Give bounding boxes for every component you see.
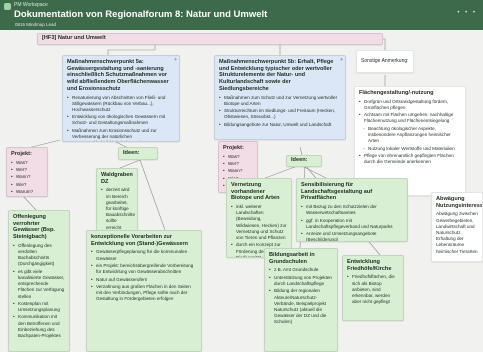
list-item: Strukturreichtum im Siedlungs- und Freir… [219,108,341,120]
sonstige-card[interactable]: Sonstige Anmerkung: [356,50,414,73]
list-item: Natur auf Gewässerufern [91,277,197,283]
list-item: Friedhofsflächen, die sich als Biotop an… [347,274,399,305]
list-item: Bildungsangebote zur Natur, Umwelt und L… [219,122,341,128]
app-name: PM Workspace [14,2,48,8]
waldgraben-title: Waldgraben DZ [101,172,133,185]
list-item: Unterstützung von Projekten durch Landsc… [269,275,333,287]
list-item: ein Projekt: bereichsübergreifende Vorbe… [91,263,197,275]
sonstige-label: Sonstige Anmerkung: [361,58,409,65]
ideen-left-title: Ideen: [123,149,140,156]
list-item: Pflege von ehrenamtlich gepflegten Fläch… [359,153,461,165]
list-item: Wann? [11,174,43,180]
konzept-title: konzeptionelle Vorarbeiten zur Entwicklu… [91,234,188,247]
list-item: Achtsam mit Flächen umgehen: nachhaltige… [359,112,461,124]
ideen-right-title: Ideen: [291,157,308,164]
page-title: Dokumentation von Regionalforum 8: Natur… [14,9,268,20]
bildung-card[interactable]: Bildungsarbeit in Grundschulen z.B. Amt … [264,248,338,352]
vernetzung-card[interactable]: Vernetzung vorhandener Biotope und Arten… [226,178,292,258]
list-item: Kostenplan mit Umsetzungsplanung [13,301,65,313]
entwicklung-card[interactable]: Entwicklung Friedhöfe/Kirche Friedhofsfl… [342,255,404,321]
schwerpunkt-5b-title: Maßnahmenschwerpunkt 5b: Erhalt, Pflege … [219,59,334,92]
app-header: PM Workspace Dokumentation von Regionalf… [0,0,483,30]
list-item: es gibt viele kanalisierte Gewässer, ent… [13,269,65,300]
flaechengestaltung-title: Flächengestaltung/-nutzung [359,90,434,96]
projekt-right-title: Projekt: [223,145,244,151]
list-item: z.B. Amt Grundschule [269,267,333,273]
abwaegung-text: Abwägung zwischen Gewerbegebieten, Landw… [436,211,478,254]
list-item: Maßnahmen zum Erosionsschutz und zur Ver… [67,128,175,141]
list-item: Beachtung ökologischer Aspekte, insbeson… [359,126,461,145]
page-subtitle: 0815 Mindmap Lead [15,22,57,27]
list-item: Wer? [223,161,253,167]
vernetzung-title: Vernetzung vorhandener Biotope und Arten [231,182,280,202]
bildung-title: Bildungsarbeit in Grundschulen [269,252,315,265]
list-item: Nutzung lokaler Wertstoffe und Materiali… [359,146,461,152]
sensibilisierung-title: Sensibilisierung für Landschaftsgestaltu… [301,182,373,202]
flaechengestaltung-card[interactable]: Flächengestaltung/-nutzung Dorfgrün und … [354,86,466,196]
root-node[interactable]: [HF3] Natur und Umwelt [37,33,383,45]
list-item: Kommunikation mit den Betroffenen und Ei… [13,314,65,339]
projekt-left-title: Projekt: [11,151,32,157]
projekt-left-card[interactable]: Projekt: Was? Wer? Wann? Wie? Warum? [6,147,48,197]
expand-icon[interactable]: + [340,57,343,63]
expand-icon[interactable]: + [174,57,177,63]
more-menu-icon[interactable]: • • • [457,10,477,16]
list-item: Entwicklung von ökologischen Gewässern m… [67,114,175,126]
list-item: inkl. weiterer Landschaften (Beweidung, … [231,204,287,241]
list-item: Bildung der regionalen Akteure/Naturschu… [269,288,333,325]
list-item: Offenlegung des verdolten Bachabschnitts… [13,243,65,268]
abwaegung-title: Abwägung Nutzungsinteressen [436,196,483,209]
list-item: Dorfgrün und Ortsrandgestaltung fördern,… [359,99,461,111]
list-item: Gewässerpflegeplanung für die kommunalen… [91,249,197,261]
schwerpunkt-5b-card[interactable]: + Maßnahmenschwerpunkt 5b: Erhalt, Pfleg… [214,55,346,140]
app-logo-icon[interactable] [4,3,11,10]
abwaegung-card[interactable]: Abwägung Nutzungsinteressen Abwägung zwi… [431,192,483,262]
sensibilisierung-card[interactable]: Sensibilisierung für Landschaftsgestaltu… [296,178,408,242]
list-item: Wann? [223,168,253,174]
schwerpunkt-5a-title: Maßnahmenschwerpunkt 5a: Gewässergestalt… [67,59,169,92]
schwerpunkt-5a-card[interactable]: + Maßnahmenschwerpunkt 5a: Gewässergesta… [62,55,180,142]
list-item: Was? [223,154,253,160]
list-item: ggf. in Kooperation mit Landschaftspfleg… [301,218,403,230]
list-item: Renaturierung von Abschnitten von Fließ-… [67,95,175,114]
konzept-card[interactable]: konzeptionelle Vorarbeiten zur Entwicklu… [86,230,202,352]
ideen-right-card[interactable]: Ideen: [286,155,322,167]
mindmap-canvas[interactable]: [HF3] Natur und Umwelt + Maßnahmenschwer… [0,30,483,352]
list-item: Was? [11,160,43,166]
offenlegung-title: Offenlegung verrohrter Gewässer (Bsp. St… [13,214,55,241]
ideen-left-card[interactable]: Ideen: [118,147,158,160]
list-item: Anreize und Umsetzungsangebote (Beschild… [301,231,403,241]
list-item: durch ein Konzept zur Förderung der Biod… [231,242,287,257]
list-item: Wer? [11,167,43,173]
entwicklung-title: Entwicklung Friedhöfe/Kirche [347,259,392,272]
offenlegung-card[interactable]: Offenlegung verrohrter Gewässer (Bsp. St… [8,210,70,352]
list-item: Verzahnung aus großen Flächen in den Sei… [91,284,197,303]
list-item: Warum? [11,189,43,195]
list-item: Wie? [11,182,43,188]
root-node-label: [HF3] Natur und Umwelt [42,35,106,42]
list-item: mit Bezug zu den Schutzzielen der Wasser… [301,204,403,216]
list-item: Maßnahmen zum Schutz und zur Vernetzung … [219,95,341,107]
